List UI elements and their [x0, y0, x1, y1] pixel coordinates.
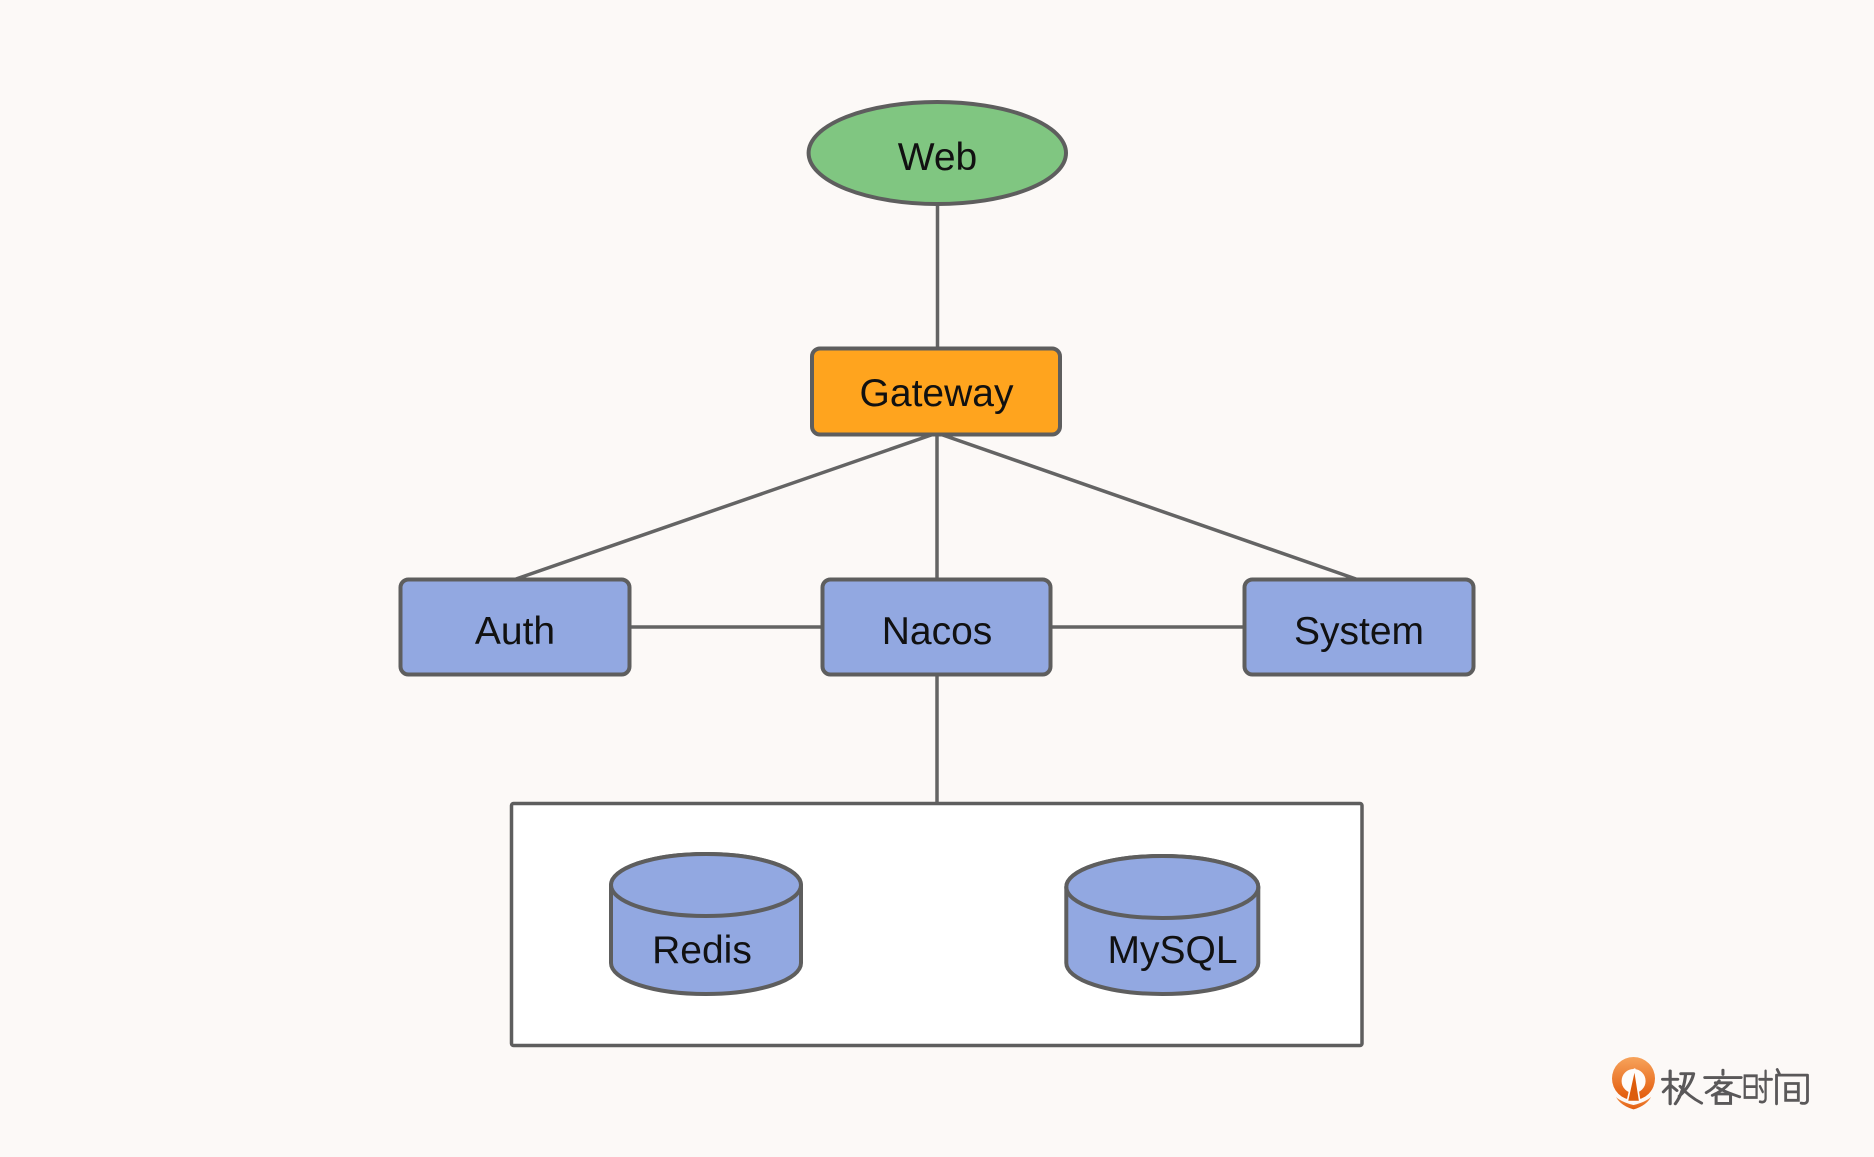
svg-text:MySQL: MySQL [1107, 929, 1237, 972]
svg-text:Web: Web [898, 136, 978, 179]
svg-text:Gateway: Gateway [860, 372, 1014, 415]
svg-text:Nacos: Nacos [882, 610, 993, 653]
svg-text:Auth: Auth [475, 610, 555, 653]
svg-text:Redis: Redis [652, 929, 752, 972]
svg-text:System: System [1294, 610, 1424, 653]
